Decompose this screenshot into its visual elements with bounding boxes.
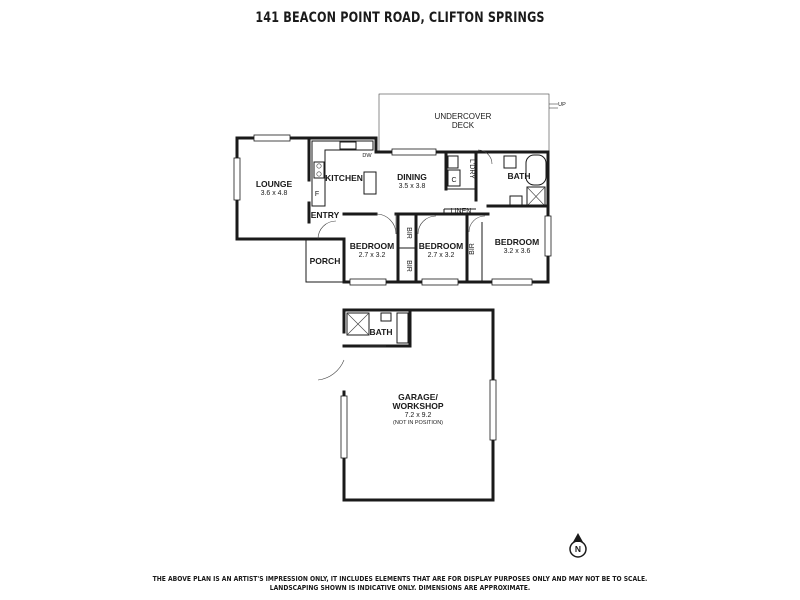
bathtub	[525, 154, 547, 186]
north-label: N	[575, 544, 581, 554]
door-swing	[375, 213, 397, 235]
deck-label: UNDERCOVER	[435, 112, 492, 121]
garage-shower	[346, 312, 370, 336]
house-plan	[233, 93, 558, 286]
cooktop	[313, 161, 325, 179]
shower-cross	[346, 312, 370, 336]
garage-plan	[317, 308, 497, 502]
window	[421, 278, 459, 286]
bedroom-3-size: 3.2 x 3.6	[504, 248, 531, 255]
lounge-label: LOUNGE	[256, 179, 293, 189]
robe-label: BIR	[469, 243, 476, 255]
plan-title: 141 BEACON POINT ROAD, CLIFTON SPRINGS	[255, 10, 545, 26]
cooktop-burner	[316, 163, 322, 169]
step-up-label: UP	[558, 102, 566, 108]
garage-note: (NOT IN POSITION)	[393, 420, 443, 426]
bedroom-2-label: BEDROOM	[419, 241, 463, 251]
dining-size: 3.5 x 3.8	[399, 183, 426, 190]
garage-label: GARAGE/	[398, 392, 438, 402]
bedroom-1-label: BEDROOM	[350, 241, 394, 251]
deck-label: DECK	[452, 121, 475, 130]
garage-window	[489, 379, 497, 441]
window	[491, 278, 533, 286]
disclaimer-line: THE ABOVE PLAN IS AN ARTIST'S IMPRESSION…	[152, 575, 648, 583]
laundry-label: L'DRY	[468, 159, 475, 179]
garage-toilet	[380, 312, 392, 322]
house-exterior-wall	[235, 136, 550, 284]
bedroom-3-label: BEDROOM	[495, 237, 539, 247]
window	[233, 157, 241, 201]
disclaimer-line: LANDSCAPING SHOWN IS INDICATIVE ONLY. DI…	[269, 584, 531, 592]
garage-door-swing	[317, 359, 345, 381]
garage-bath-label: BATH	[370, 327, 393, 337]
toilet	[503, 155, 517, 169]
entry-door-swing	[317, 220, 337, 240]
door-swing	[417, 215, 437, 235]
cooktop-burner	[316, 171, 322, 177]
dishwasher-label: DW	[362, 153, 372, 159]
room-labels: UNDERCOVER DECK LOUNGE 3.6 x 4.8 KITCHEN…	[256, 102, 566, 426]
robe-label: BIR	[405, 260, 412, 272]
disclaimer: THE ABOVE PLAN IS AN ARTIST'S IMPRESSION…	[56, 575, 744, 593]
entry-label: ENTRY	[311, 210, 340, 220]
fridge-label: F	[315, 191, 319, 198]
kitchen-sink	[339, 141, 357, 150]
lounge-size: 3.6 x 4.8	[261, 190, 288, 197]
window	[253, 134, 291, 142]
window	[349, 278, 387, 286]
sliding-door	[391, 148, 437, 156]
linen-label: LINEN	[451, 208, 472, 215]
window	[544, 215, 552, 257]
laundry-cupboard	[447, 169, 461, 187]
porch-outline	[305, 239, 344, 283]
porch-label: PORCH	[310, 256, 341, 266]
bedroom-1-size: 2.7 x 3.2	[359, 252, 386, 259]
laundry-trough	[447, 155, 459, 169]
shower-cross	[526, 186, 546, 207]
garage-window	[340, 395, 348, 459]
north-pointer-icon	[573, 533, 583, 542]
garage-size: 7.2 x 9.2	[405, 412, 432, 419]
door-swing	[468, 215, 486, 233]
bath-door-swing	[477, 149, 493, 165]
kitchen-island	[363, 171, 377, 195]
cupboard-label: C	[451, 177, 456, 184]
garage-vanity	[396, 312, 409, 344]
dining-label: DINING	[397, 172, 427, 182]
garage-label: WORKSHOP	[393, 401, 444, 411]
bedroom-2-size: 2.7 x 3.2	[428, 252, 455, 259]
bath-label: BATH	[508, 171, 531, 181]
kitchen-bench	[311, 140, 374, 207]
robe-label: BIR	[405, 227, 412, 239]
garage-exterior-wall	[342, 308, 495, 502]
kitchen-label: KITCHEN	[325, 173, 363, 183]
north-arrow: N	[569, 533, 587, 558]
